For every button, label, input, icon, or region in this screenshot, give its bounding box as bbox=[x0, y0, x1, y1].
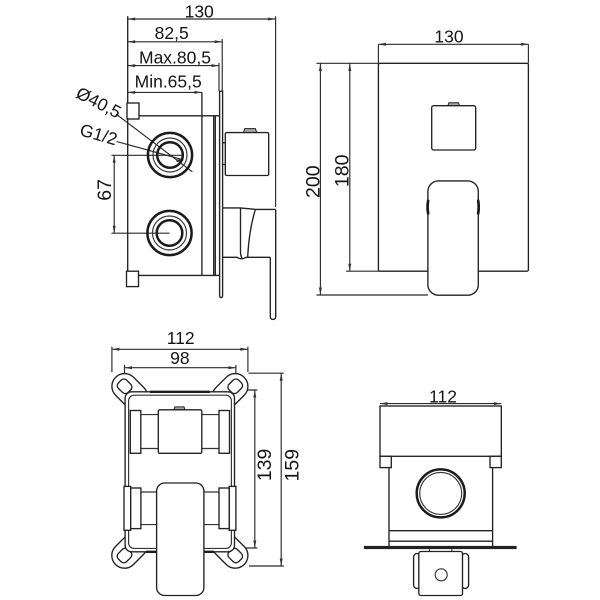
svg-text:Max.80,5: Max.80,5 bbox=[139, 48, 211, 68]
svg-text:130: 130 bbox=[185, 2, 214, 22]
svg-text:180: 180 bbox=[331, 154, 353, 187]
svg-text:159: 159 bbox=[281, 449, 303, 482]
svg-text:82,5: 82,5 bbox=[155, 23, 189, 43]
svg-text:Min.65,5: Min.65,5 bbox=[135, 71, 202, 91]
svg-text:130: 130 bbox=[434, 27, 463, 47]
svg-text:98: 98 bbox=[170, 348, 189, 368]
svg-text:67: 67 bbox=[94, 179, 116, 201]
svg-text:139: 139 bbox=[254, 449, 276, 482]
svg-text:200: 200 bbox=[302, 165, 324, 198]
svg-text:112: 112 bbox=[429, 386, 457, 406]
svg-text:112: 112 bbox=[167, 328, 195, 348]
